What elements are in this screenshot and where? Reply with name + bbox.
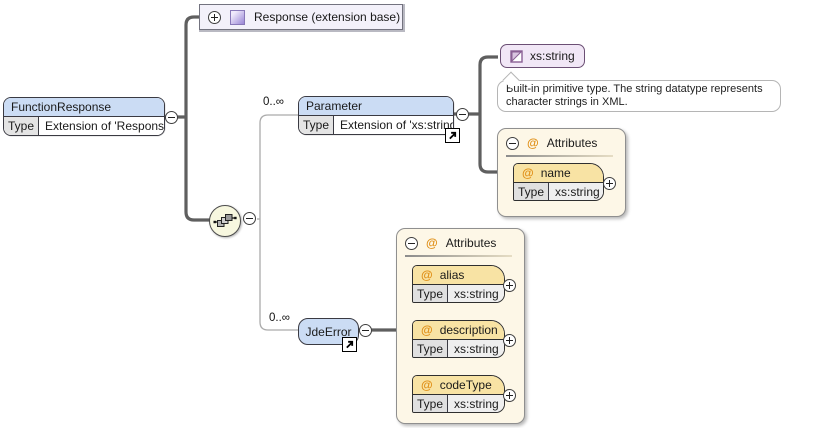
type-label: Type [299, 116, 335, 134]
element-name: JdeError [305, 324, 352, 339]
jump-to-definition-icon[interactable] [445, 128, 460, 143]
type-value: xs:string [549, 183, 603, 200]
simple-type-icon [510, 49, 523, 63]
element-name: Parameter [299, 97, 453, 116]
response-base-label: Response (extension base) [254, 10, 401, 24]
type-label: Type [413, 340, 449, 357]
collapse-icon[interactable] [243, 212, 256, 225]
type-value: xs:string [448, 395, 504, 412]
attribute-name[interactable]: @ name Type xs:string [513, 163, 604, 201]
collapse-icon[interactable] [405, 236, 418, 250]
xs-string-label: xs:string [530, 49, 575, 63]
jdeerror-cardinality: 0..∞ [269, 312, 290, 324]
complex-type-icon [230, 9, 245, 25]
type-label: Type [4, 117, 40, 135]
attributes-title: Attributes [445, 236, 497, 250]
attribute-label: codeType [439, 378, 492, 392]
sequence-icon[interactable] [209, 205, 241, 237]
collapse-icon[interactable] [456, 108, 469, 121]
collapse-icon[interactable] [165, 111, 178, 124]
expand-icon[interactable] [503, 334, 516, 347]
attribute-at-icon: @ [421, 323, 433, 337]
collapse-icon[interactable] [506, 136, 519, 150]
type-value: xs:string [448, 340, 504, 357]
type-label: Type [413, 285, 449, 302]
attribute-at-icon: @ [421, 378, 433, 392]
collapse-icon[interactable] [359, 324, 372, 337]
response-extension-base-box[interactable]: Response (extension base) [199, 4, 403, 30]
expand-icon[interactable] [603, 177, 616, 190]
attribute-alias[interactable]: @ alias Type xs:string [412, 265, 505, 303]
attributes-title: Attributes [546, 136, 598, 150]
jump-to-definition-icon[interactable] [342, 337, 357, 352]
function-response-element[interactable]: FunctionResponse Type Extension of 'Resp… [3, 97, 165, 136]
attribute-label: alias [439, 268, 465, 282]
separator [405, 255, 512, 257]
parameter-cardinality: 0..∞ [263, 96, 284, 108]
type-label: Type [413, 395, 449, 412]
attribute-at-icon: @ [527, 136, 539, 150]
attribute-codetype[interactable]: @ codeType Type xs:string [412, 375, 505, 413]
sequence-glyph [213, 214, 237, 227]
attribute-at-icon: @ [426, 236, 438, 250]
parameter-element[interactable]: Parameter Type Extension of 'xs:string' [298, 96, 454, 135]
attribute-description[interactable]: @ description Type xs:string [412, 320, 505, 358]
type-value: xs:string [448, 285, 504, 302]
attribute-at-icon: @ [421, 268, 433, 282]
element-name: FunctionResponse [4, 98, 164, 117]
attribute-label: description [439, 323, 498, 337]
attribute-at-icon: @ [522, 166, 534, 180]
expand-icon[interactable] [208, 10, 221, 24]
type-value: Extension of 'Response' [39, 117, 164, 135]
separator [506, 155, 613, 157]
expand-icon[interactable] [503, 389, 516, 402]
type-label: Type [514, 183, 550, 200]
expand-icon[interactable] [503, 279, 516, 292]
xs-string-type-box[interactable]: xs:string [500, 44, 585, 68]
jdeerror-element[interactable]: JdeError [298, 318, 359, 345]
type-value: Extension of 'xs:string' [334, 116, 453, 134]
attribute-label: name [540, 166, 571, 180]
annotation-text: Built-in primitive type. The string data… [497, 80, 781, 112]
